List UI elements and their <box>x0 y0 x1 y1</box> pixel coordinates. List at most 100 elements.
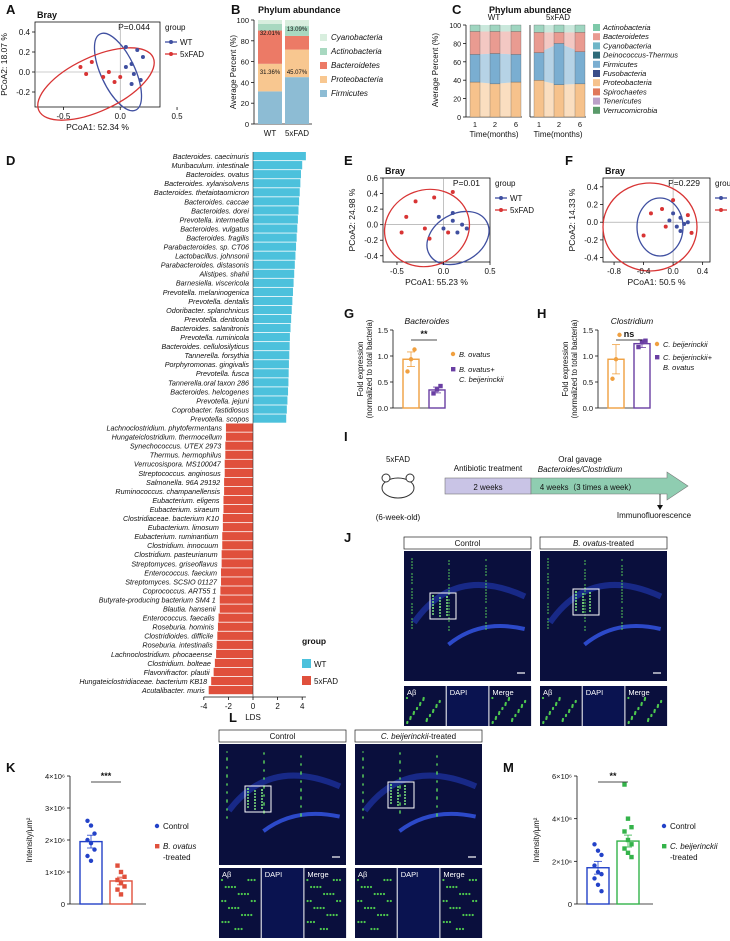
plaque-dot <box>446 599 448 601</box>
plaque-dot <box>575 591 577 593</box>
plaque-dot <box>448 629 450 631</box>
legend-swatch <box>302 659 311 668</box>
data-point <box>115 877 120 883</box>
plaque-dot <box>300 755 302 757</box>
plaque-dot <box>329 913 332 917</box>
data-point <box>595 848 601 853</box>
plaque-dot <box>237 927 240 931</box>
taxon-label: Parabacteroides. distasonis <box>161 261 250 270</box>
taxon-label: Muribaculum. intestinale <box>171 161 249 170</box>
plaque-dot <box>462 892 465 896</box>
lefse-bar <box>211 676 253 686</box>
x-axis-label: LDS <box>245 713 261 722</box>
plaque-dot <box>363 885 366 889</box>
plaque-dot <box>575 609 577 611</box>
legend-label: 5xFAD <box>510 206 534 215</box>
plaque-dot <box>397 795 399 797</box>
taxon-label: Synechococcus. UTEX 2973 <box>130 442 222 451</box>
plaque-dot <box>634 710 637 714</box>
fad-point <box>446 230 451 235</box>
legend-label: Control <box>670 822 696 831</box>
lefse-bar <box>253 333 290 342</box>
plaque-dot <box>657 703 660 707</box>
step2-subtitle: Bacteroides/Clostridium <box>538 465 623 474</box>
lefse-bar <box>253 179 301 188</box>
fad-point <box>427 236 432 241</box>
plaque-dot <box>589 610 591 612</box>
data-point <box>118 892 124 897</box>
data-point <box>622 829 627 834</box>
plaque-dot <box>379 892 382 896</box>
legend-marker <box>169 40 173 44</box>
lefse-bar <box>225 441 253 450</box>
plaque-dot <box>448 593 450 595</box>
plaque-dot <box>448 587 450 589</box>
wt-point <box>140 55 145 59</box>
legend-label: C. beijerinckii <box>670 842 718 851</box>
plaque-dot <box>411 609 413 611</box>
y-axis-label: PCoA2: 18.07 % <box>0 33 9 96</box>
legend-label: C. beijerinckii <box>459 375 504 384</box>
plaque-dot <box>250 878 253 882</box>
y-tick-label: -0.2 <box>584 236 598 245</box>
plaque-dot <box>300 813 302 815</box>
lefse-bar <box>253 251 296 260</box>
data-point <box>643 338 648 343</box>
plaque-dot <box>547 582 549 584</box>
plaque-dot <box>263 777 265 779</box>
wt-point <box>129 82 134 86</box>
plaque-dot <box>452 906 455 910</box>
plaque-dot <box>261 801 263 803</box>
fad-point <box>641 233 646 238</box>
inset-image <box>582 686 625 726</box>
plaque-dot <box>449 885 452 889</box>
x-tick-label: 0.5 <box>484 267 496 276</box>
plaque-dot <box>362 808 364 810</box>
lefse-bar <box>216 649 253 658</box>
tissue-layer <box>411 581 527 625</box>
plaque-dot <box>475 899 478 903</box>
wt-point <box>131 72 136 76</box>
plaque-dot <box>247 806 249 808</box>
x-tick-label: 0.5 <box>171 112 183 121</box>
inset-label: Merge <box>307 870 328 879</box>
plaque-dot <box>621 601 623 603</box>
taxon-label: Parabacteroides. sp. CT06 <box>164 243 250 252</box>
y-tick-label: 2×10⁶ <box>45 836 65 845</box>
wt-point <box>123 65 128 69</box>
plaque-dot <box>409 715 412 719</box>
plaque-dot <box>485 595 487 597</box>
plaque-dot <box>386 899 389 903</box>
plaque-dot <box>231 906 234 910</box>
taxon-label: Porphyromonas. gingivalis <box>165 360 250 369</box>
plaque-dot <box>621 571 623 573</box>
lefse-bar <box>253 396 288 405</box>
plaque-dot <box>446 608 448 610</box>
data-point <box>115 863 120 868</box>
x-tick-label: 0 <box>251 702 256 711</box>
fad-point <box>663 224 668 229</box>
taxon-label: Acutalibacter. muris <box>141 686 205 695</box>
lefse-bar <box>253 323 291 333</box>
plaque-dot <box>589 604 591 606</box>
plaque-dot <box>254 799 256 801</box>
y-axis-label-2: (normalized to total bacteria) <box>365 319 374 418</box>
data-point <box>434 387 440 392</box>
plaque-dot <box>584 608 586 610</box>
plaque-dot <box>485 589 487 591</box>
lefse-bar <box>220 586 253 595</box>
plaque-dot <box>547 624 549 626</box>
plaque-dot <box>485 613 487 615</box>
y-tick-label: 2×10⁶ <box>552 857 572 866</box>
legend-marker <box>169 52 173 56</box>
plaque-dot <box>448 617 450 619</box>
stack-segment <box>469 81 481 118</box>
legend-label: Proteobacteria <box>603 78 652 87</box>
plaque-dot <box>227 885 230 889</box>
plaque-dot <box>335 913 338 917</box>
lefse-bar <box>253 224 298 233</box>
inset-image <box>261 868 304 938</box>
y-tick-label: 0.2 <box>367 205 379 214</box>
plaque-dot <box>325 927 329 931</box>
